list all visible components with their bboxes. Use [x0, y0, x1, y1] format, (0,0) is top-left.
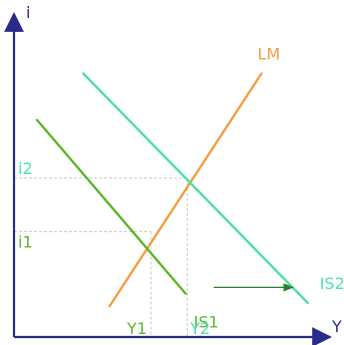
x-axis-label: Y [331, 317, 342, 336]
x-tick-label-2: Y2 [189, 319, 210, 338]
curve-label-is2: IS2 [320, 274, 344, 293]
curve-label-lm: LM [258, 45, 281, 64]
axes [4, 12, 332, 345]
guide-lines [14, 177, 188, 337]
curve-label-is1: IS1 [194, 313, 219, 332]
x-tick-label-1: Y1 [126, 319, 147, 338]
y-tick-label-2: i2 [18, 159, 33, 178]
curve-is1 [35, 118, 187, 295]
curve-is2 [82, 72, 309, 305]
curves [35, 72, 309, 308]
curve-lm [108, 72, 263, 308]
y-axis-label: i [26, 3, 30, 22]
y-tick-label-1: i1 [18, 233, 33, 252]
